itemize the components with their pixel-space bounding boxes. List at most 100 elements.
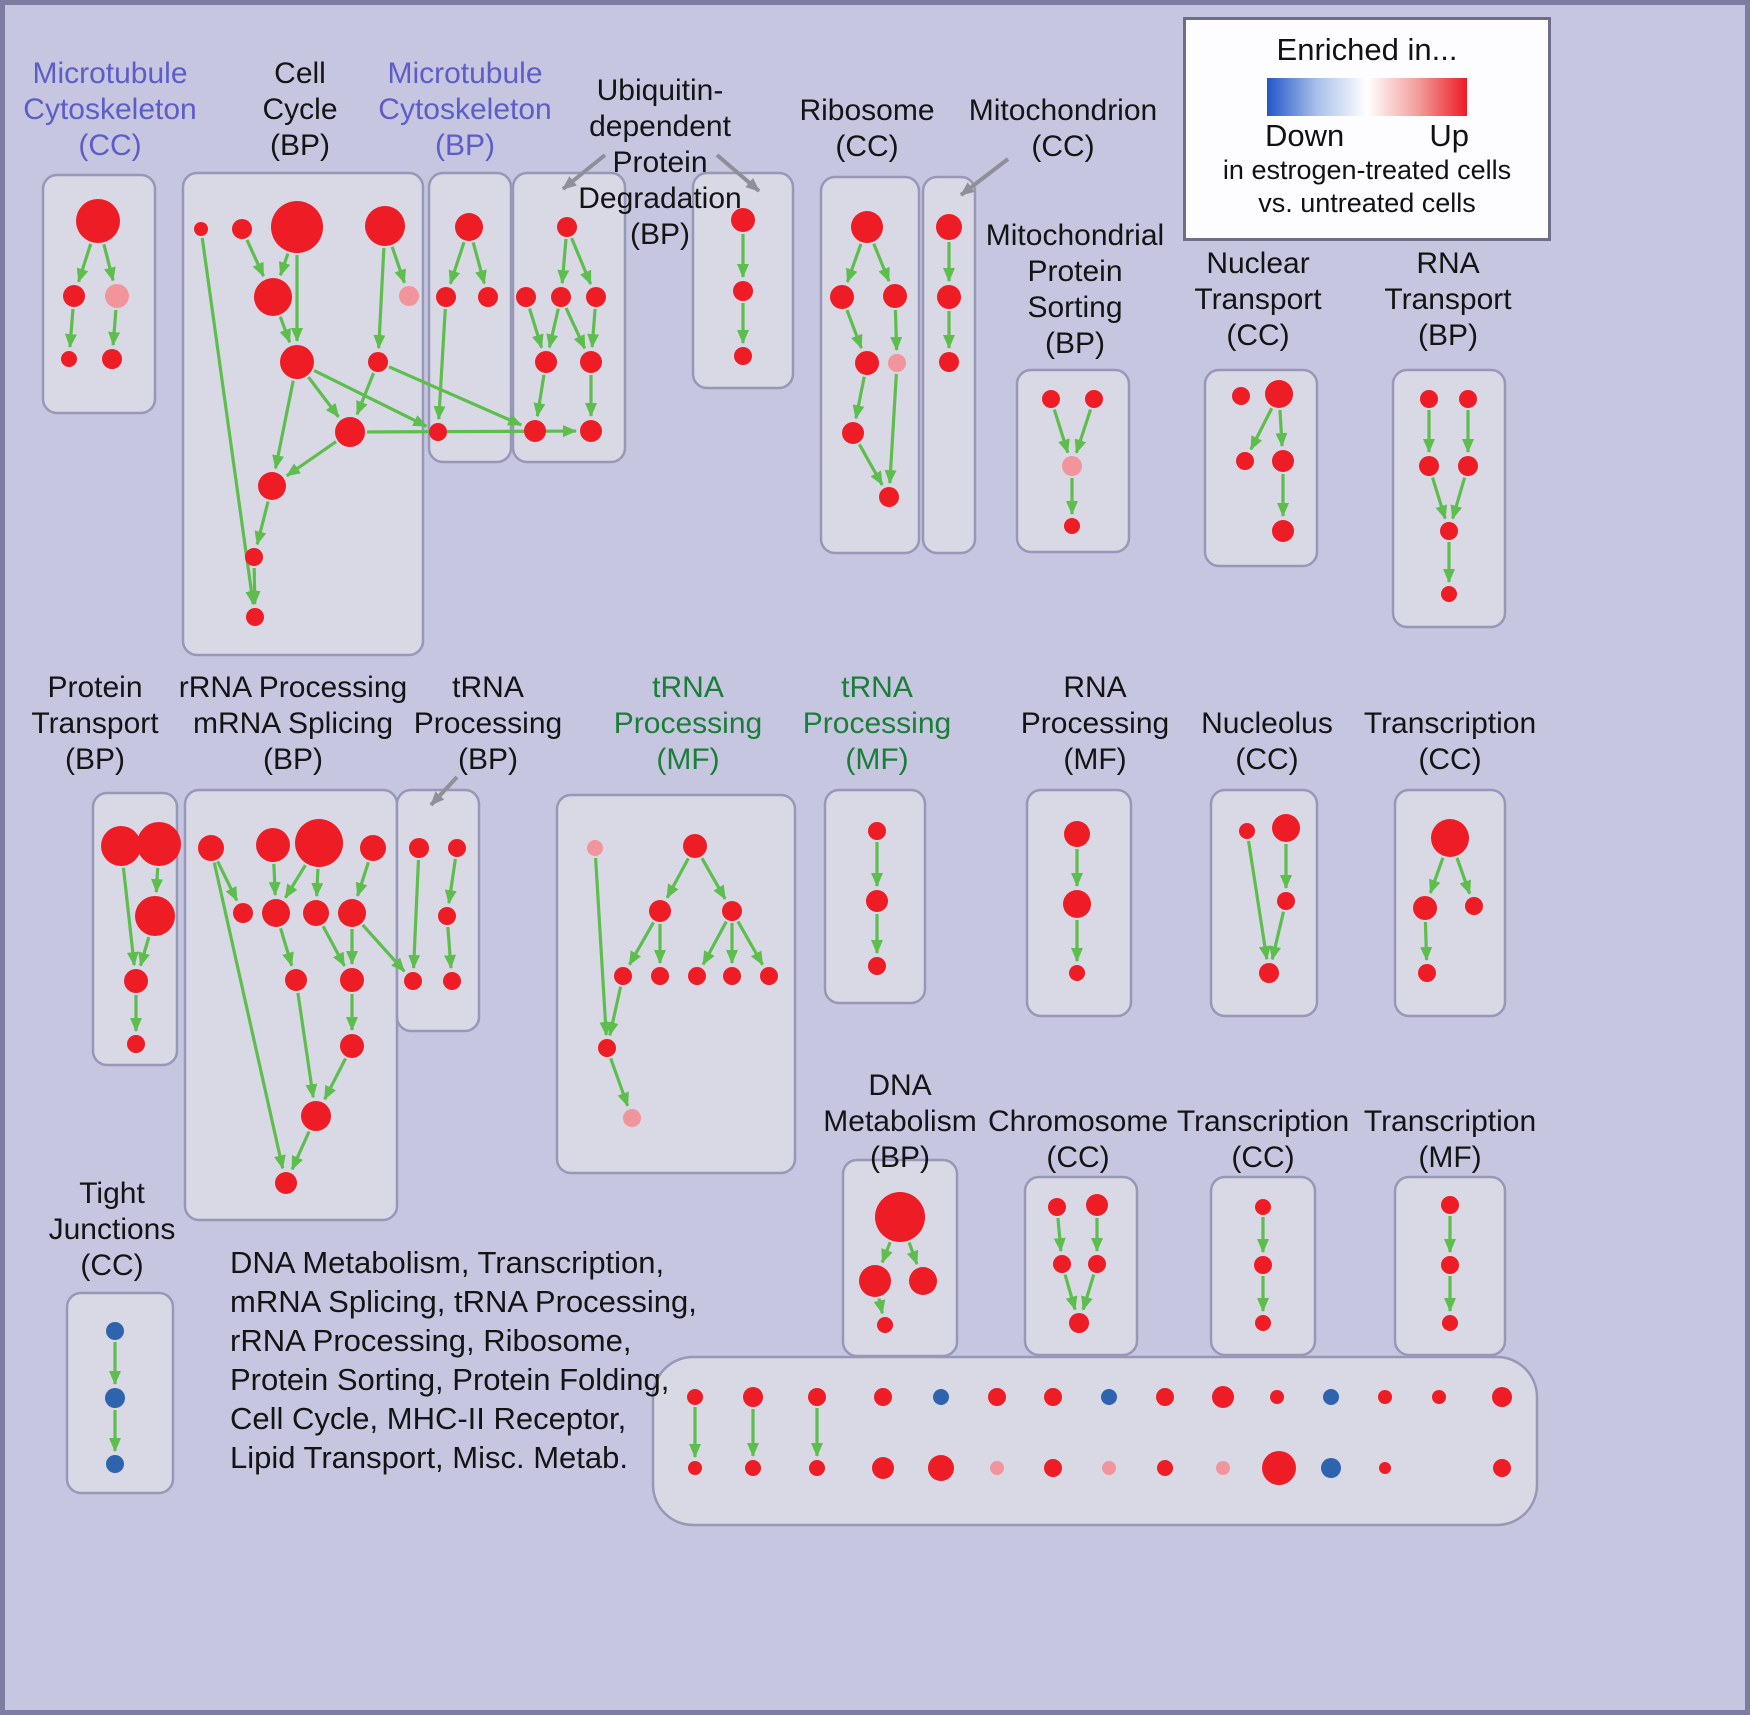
go-term-node: [1441, 586, 1457, 602]
go-term-node: [1088, 1255, 1106, 1273]
go-term-node: [723, 967, 741, 985]
edge-arrow: [1275, 409, 1288, 448]
edge-arrow: [272, 380, 295, 470]
edge-arrow: [1430, 476, 1448, 520]
go-term-node: [745, 1460, 761, 1476]
go-term-node: [1321, 1458, 1341, 1478]
edge-arrow: [313, 369, 428, 428]
go-term-node: [1265, 380, 1293, 408]
go-term-node: [448, 839, 466, 857]
go-term-node: [1431, 819, 1469, 857]
go-term-node: [866, 890, 888, 912]
go-term-node: [258, 472, 286, 500]
edge-arrow: [296, 992, 318, 1099]
edge-arrow: [108, 309, 121, 347]
go-term-node: [335, 417, 365, 447]
go-term-node: [933, 1389, 949, 1405]
edge-arrow: [361, 923, 406, 973]
go-term-node: [1440, 522, 1458, 540]
go-term-node: [399, 286, 419, 306]
edge-arrow: [1455, 857, 1472, 895]
go-term-node: [404, 972, 422, 990]
go-term-node: [101, 826, 141, 866]
edge-arrow: [278, 316, 292, 344]
panel-nucleolus-cc: [1209, 788, 1319, 1018]
edge-arrow: [311, 868, 324, 898]
edge-arrow: [444, 858, 457, 905]
go-term-node: [888, 354, 906, 372]
go-term-node: [1086, 1194, 1108, 1216]
go-term-node: [580, 351, 602, 373]
edge-arrow: [245, 239, 265, 277]
edge-arrow: [448, 241, 466, 285]
edge-arrow: [1428, 857, 1445, 894]
edge-arrow: [906, 1241, 919, 1266]
go-term-node: [1044, 1459, 1062, 1477]
panel-chromosome-cc: [1023, 1175, 1139, 1357]
edge-arrow: [471, 242, 487, 285]
edge-arrow: [665, 857, 690, 899]
go-term-node: [743, 1387, 763, 1407]
edge-arrow: [433, 308, 447, 421]
go-term-node: [1459, 390, 1477, 408]
go-term-node: [338, 899, 366, 927]
go-term-node: [868, 957, 886, 975]
go-term-node: [1053, 1255, 1071, 1273]
legend: Enriched in... Down Up in estrogen-treat…: [1183, 17, 1551, 241]
go-term-node: [808, 1388, 826, 1406]
go-term-node: [285, 969, 307, 991]
go-term-node: [124, 969, 148, 993]
edge-arrow: [570, 237, 593, 285]
edge-arrow: [527, 307, 544, 349]
go-term-node: [988, 1388, 1006, 1406]
edge-arrow: [700, 857, 727, 900]
go-term-node: [877, 1317, 893, 1333]
go-term-node: [928, 1455, 954, 1481]
go-term-node: [443, 972, 461, 990]
go-term-node: [340, 968, 364, 992]
go-term-node: [429, 423, 447, 441]
edge-arrow: [845, 309, 863, 349]
edge-arrow: [594, 857, 612, 1037]
go-term-node: [1272, 814, 1300, 842]
edge-arrow: [200, 237, 258, 606]
go-term-node: [1442, 1315, 1458, 1331]
edge-arrow: [307, 376, 340, 418]
edge-arrow: [587, 308, 600, 349]
go-term-node: [365, 206, 405, 246]
edge-arrow: [248, 567, 261, 606]
panel-trna-processing-bp: [395, 788, 481, 1033]
edge-arrow: [1246, 840, 1271, 961]
go-term-node: [436, 287, 456, 307]
go-term-node: [1441, 1256, 1459, 1274]
edge-layer: [64, 234, 1474, 1458]
go-term-node: [1270, 1390, 1284, 1404]
go-term-node: [651, 967, 669, 985]
edge-arrow: [1081, 1274, 1096, 1311]
go-term-node: [127, 1035, 145, 1053]
go-term-node: [1102, 1461, 1116, 1475]
go-term-node: [990, 1461, 1004, 1475]
edge-arrow: [609, 1057, 630, 1107]
go-term-node: [872, 1457, 894, 1479]
panel-rna-transport-bp: [1391, 368, 1507, 629]
go-term-node: [760, 967, 778, 985]
edge-arrow: [880, 1241, 893, 1264]
go-term-node: [340, 1034, 364, 1058]
edge-arrow: [1052, 409, 1070, 454]
go-term-node: [135, 896, 175, 936]
go-term-node: [551, 287, 571, 307]
edge-arrow: [546, 308, 560, 349]
go-term-node: [1272, 450, 1294, 472]
go-term-node: [1323, 1389, 1339, 1405]
go-term-node: [280, 345, 314, 379]
go-term-node: [1064, 518, 1080, 534]
go-term-node: [246, 608, 264, 626]
